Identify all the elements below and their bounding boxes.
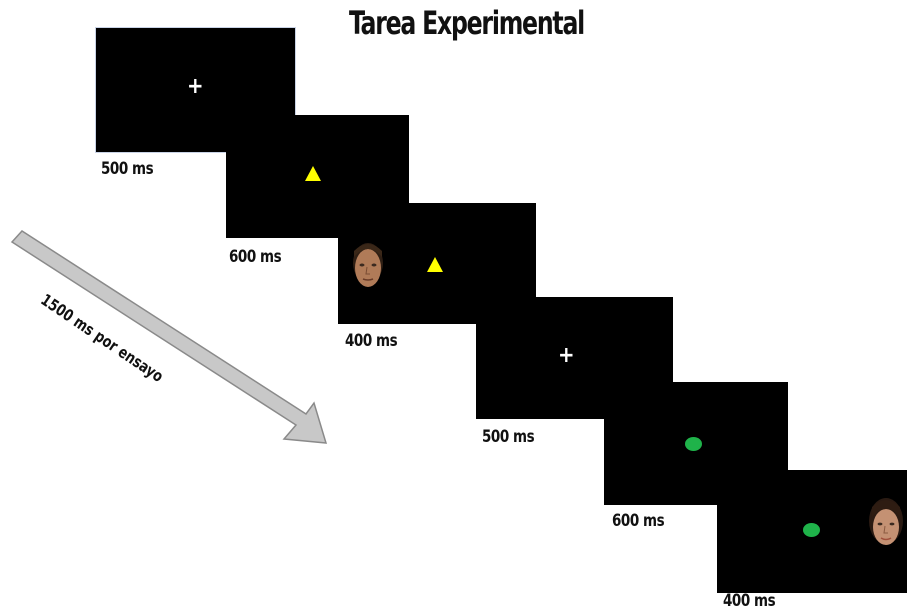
green-circle-icon: [685, 437, 702, 451]
fixation-cross-icon: +: [558, 345, 575, 367]
yellow-triangle-icon: [427, 257, 443, 272]
time-arrow-shape: [12, 231, 326, 443]
duration-label: 400 ms: [723, 591, 775, 611]
duration-label: 500 ms: [482, 427, 534, 447]
screen-target-2: [717, 470, 907, 593]
male-face-icon: [350, 239, 386, 291]
green-circle-icon: [803, 523, 820, 537]
time-arrow: [0, 0, 340, 460]
duration-label: 600 ms: [612, 511, 664, 531]
duration-label: 400 ms: [345, 331, 397, 351]
diagram-title: Tarea Experimental: [349, 4, 584, 42]
female-face-icon: [868, 497, 904, 557]
